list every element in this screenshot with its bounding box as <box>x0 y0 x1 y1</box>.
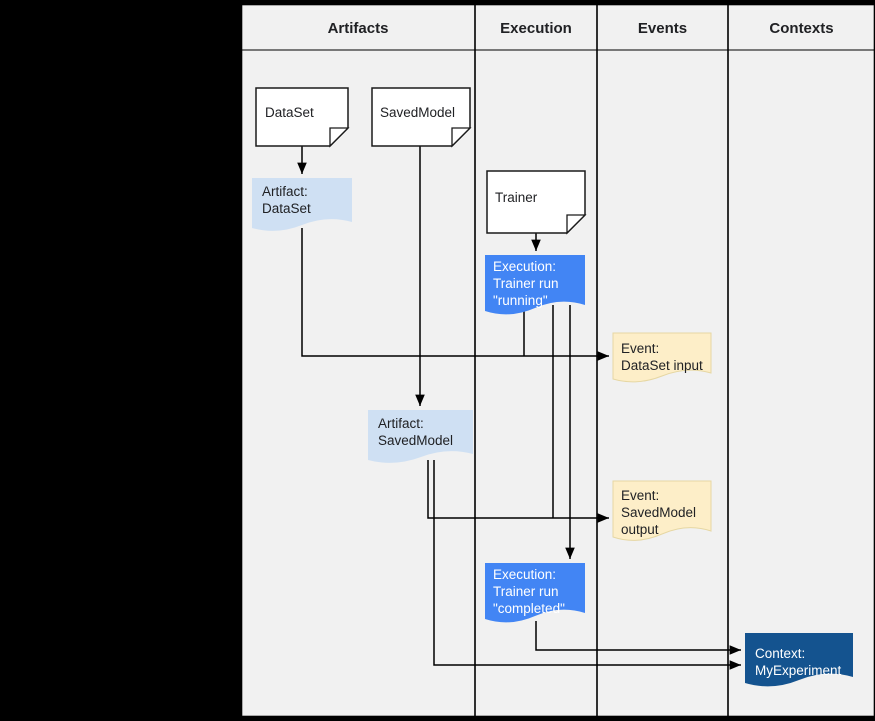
label-savedmodel-type: SavedModel <box>380 105 456 120</box>
node-artifact-dataset[interactable] <box>252 178 352 231</box>
node-savedmodel-type[interactable] <box>371 87 472 148</box>
label-trainer-type: Trainer <box>495 190 538 205</box>
edge-artifactdataset-to-event <box>301 228 610 361</box>
node-execution-completed[interactable] <box>485 563 585 623</box>
label-context-myexperiment: Context: MyExperiment <box>755 646 842 678</box>
label-artifact-savedmodel: Artifact: SavedModel <box>378 416 454 448</box>
node-dataset-type[interactable] <box>255 87 350 148</box>
column-header-artifacts: Artifacts <box>327 20 389 37</box>
node-artifact-savedmodel[interactable] <box>368 410 473 463</box>
label-dataset-type: DataSet <box>265 105 314 120</box>
label-event-savedmodel-output: Event: SavedModel output <box>621 488 697 537</box>
label-execution-completed: Execution: Trainer run "completed" <box>493 567 565 616</box>
node-trainer-type[interactable] <box>486 170 587 235</box>
node-execution-running[interactable] <box>485 255 585 315</box>
label-event-dataset-input: Event: DataSet input <box>621 341 703 373</box>
connector-layer <box>297 146 742 670</box>
label-artifact-dataset: Artifact: DataSet <box>262 184 311 216</box>
edge-executioncompleted-to-context <box>535 621 742 655</box>
column-header-execution: Execution <box>500 20 572 37</box>
column-header-contexts: Contexts <box>769 20 834 37</box>
edge-artifactsavedmodel-to-event <box>427 460 610 523</box>
label-execution-running: Execution: Trainer run "running" <box>493 259 559 308</box>
node-event-dataset-input[interactable] <box>612 332 712 383</box>
column-header-events: Events <box>637 20 688 37</box>
node-event-savedmodel-output[interactable] <box>612 480 712 541</box>
edge-artifactsavedmodel-to-context <box>433 460 742 670</box>
node-context-myexperiment[interactable] <box>745 633 853 687</box>
